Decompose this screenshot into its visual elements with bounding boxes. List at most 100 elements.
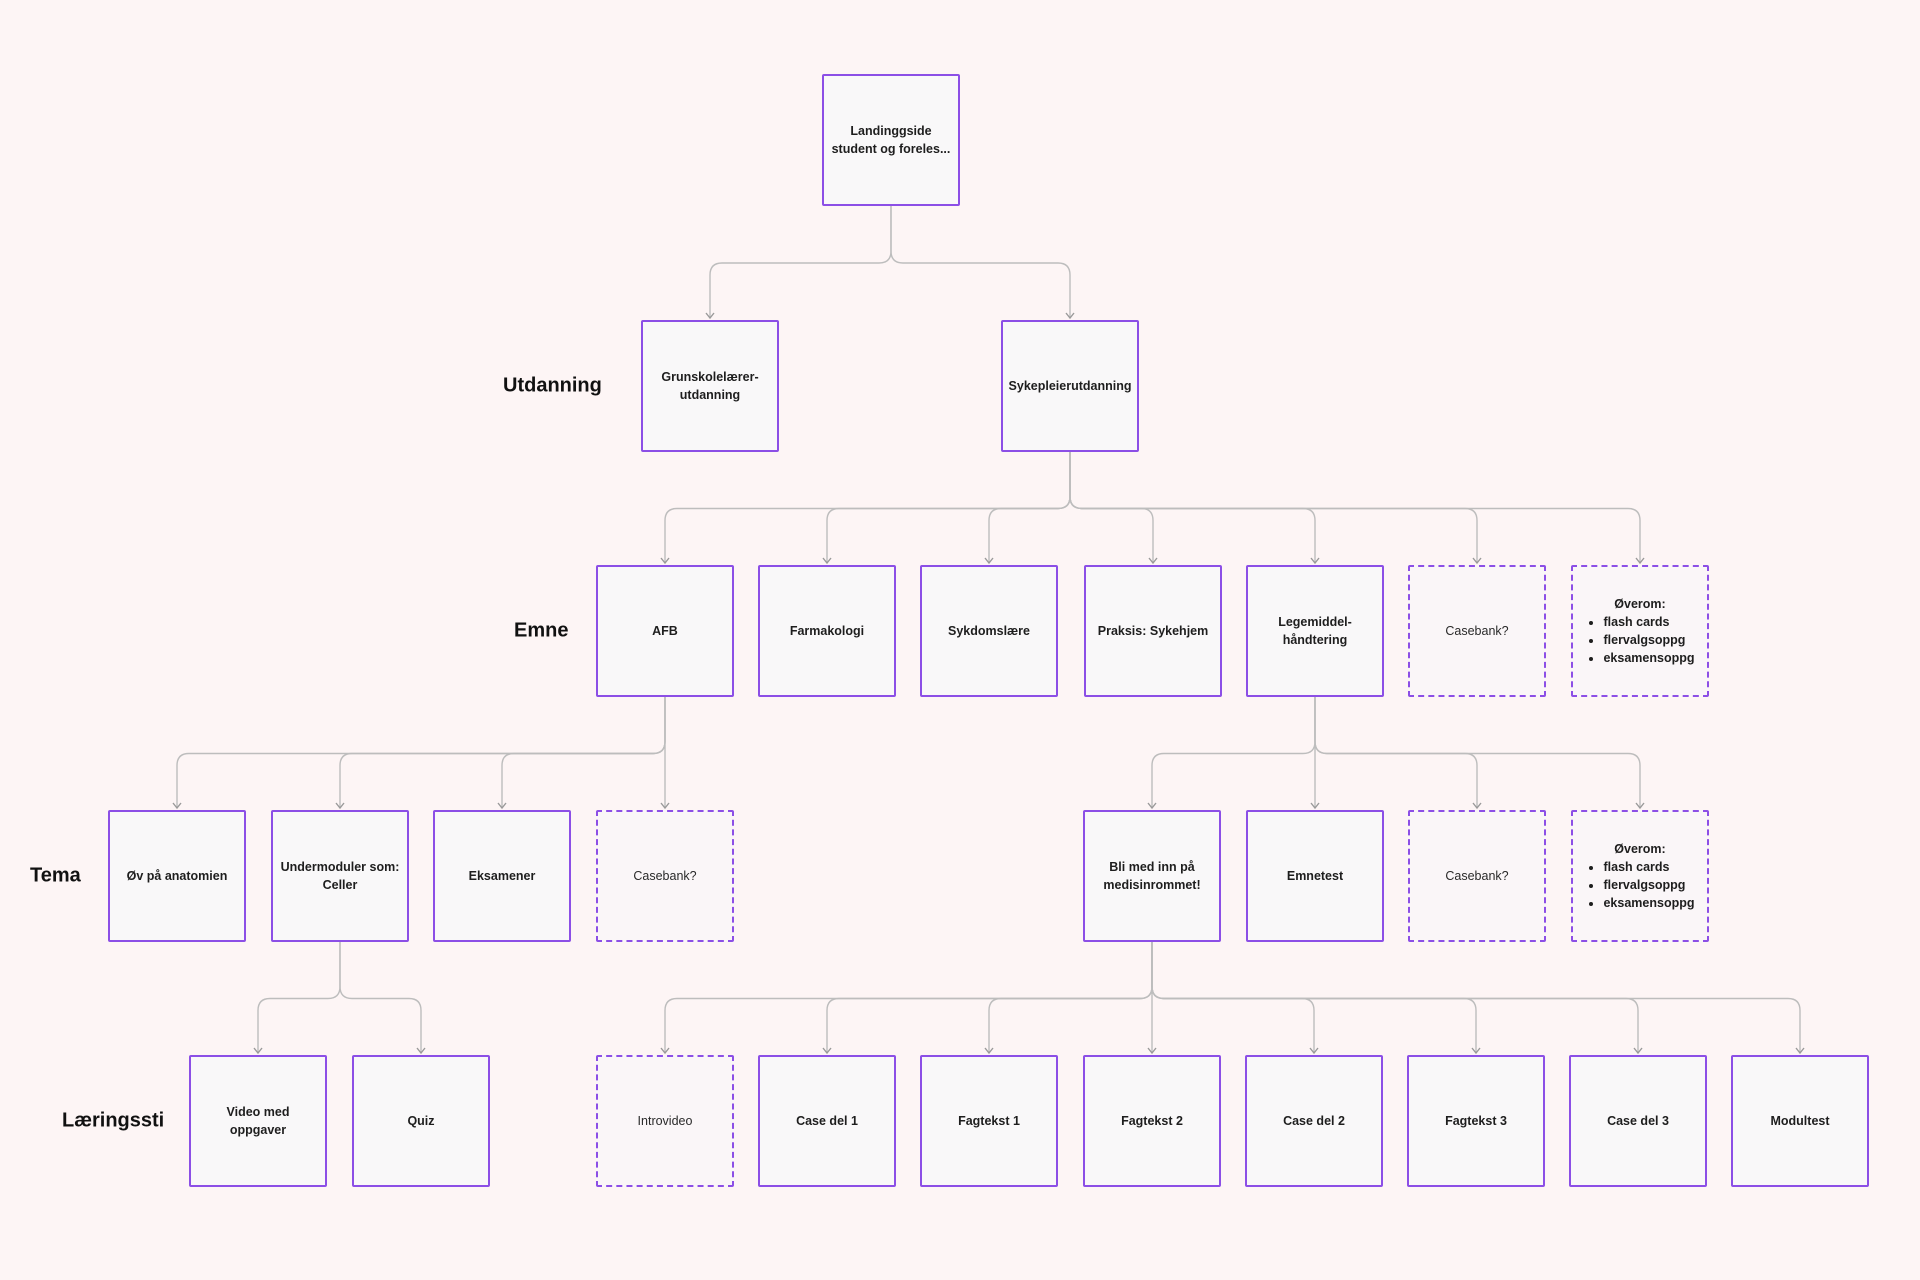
node-legemiddel[interactable]: Legemiddel- håndtering (1246, 565, 1384, 697)
connector-line (664, 452, 1071, 563)
arrowhead-icon (1309, 1047, 1319, 1055)
node-fagtekst1[interactable]: Fagtekst 1 (920, 1055, 1058, 1187)
arrowhead-icon (822, 557, 832, 565)
arrowhead-icon (1310, 557, 1320, 565)
connector-line (257, 942, 341, 1053)
bullet-item: flash cards (1603, 858, 1694, 876)
node-label: Farmakologi (789, 624, 865, 638)
node-label: Casebank? (633, 869, 697, 883)
arrowhead-icon (1310, 802, 1320, 810)
node-label: Landinggside student og foreles... (831, 124, 951, 156)
node-landing[interactable]: Landinggside student og foreles... (822, 74, 960, 206)
node-quiz[interactable]: Quiz (352, 1055, 490, 1187)
arrowhead-icon (172, 802, 182, 810)
arrowhead-icon (416, 1047, 426, 1055)
node-casebank-tema-afb[interactable]: Casebank? (596, 810, 734, 942)
node-fagtekst3[interactable]: Fagtekst 3 (1407, 1055, 1545, 1187)
bullet-item: flash cards (1603, 613, 1694, 631)
bullet-list: flash cardsflervalgsoppgeksamensoppg (1585, 858, 1694, 912)
node-fagtekst2[interactable]: Fagtekst 2 (1083, 1055, 1221, 1187)
node-farmakologi[interactable]: Farmakologi (758, 565, 896, 697)
connector-line (339, 942, 422, 1053)
node-label: Video med oppgaver (226, 1105, 290, 1137)
connector-line (988, 942, 1153, 1053)
node-label: Fagtekst 1 (958, 1114, 1020, 1128)
node-case2[interactable]: Case del 2 (1245, 1055, 1383, 1187)
node-label: Case del 1 (796, 1114, 858, 1128)
node-list-title: Øverom: (1614, 842, 1666, 856)
node-label: Case del 3 (1607, 1114, 1669, 1128)
arrowhead-icon (1148, 557, 1158, 565)
arrowhead-icon (660, 557, 670, 565)
bullet-item: flervalgsoppg (1603, 631, 1694, 649)
arrowhead-icon (1633, 1047, 1643, 1055)
arrowhead-icon (497, 802, 507, 810)
connector-line (826, 452, 1071, 563)
connector-line (1151, 942, 1801, 1053)
node-label: Undermoduler som: Celler (280, 860, 400, 892)
node-overom-tema[interactable]: Øverom: flash cardsflervalgsoppgeksamenso… (1571, 810, 1709, 942)
connector-line (1069, 452, 1478, 563)
node-emnetest[interactable]: Emnetest (1246, 810, 1384, 942)
node-sykdomslaere[interactable]: Sykdomslære (920, 565, 1058, 697)
node-undermoduler[interactable]: Undermoduler som: Celler (271, 810, 409, 942)
arrowhead-icon (822, 1047, 832, 1055)
node-label: Eksamener (468, 869, 536, 883)
bullet-item: flervalgsoppg (1603, 876, 1694, 894)
arrowhead-icon (1635, 802, 1645, 810)
arrowhead-icon (660, 802, 670, 810)
arrowhead-icon (1147, 802, 1157, 810)
node-label: Fagtekst 2 (1121, 1114, 1183, 1128)
node-case3[interactable]: Case del 3 (1569, 1055, 1707, 1187)
node-introvideo[interactable]: Introvideo (596, 1055, 734, 1187)
level-label-laeringssti: Læringssti (62, 1109, 165, 1132)
arrowhead-icon (1635, 557, 1645, 565)
node-casebank-tema-leg[interactable]: Casebank? (1408, 810, 1546, 942)
node-praksis[interactable]: Praksis: Sykehjem (1084, 565, 1222, 697)
connector-line (1314, 697, 1641, 808)
connector-line (890, 206, 1071, 318)
node-video[interactable]: Video med oppgaver (189, 1055, 327, 1187)
node-label: Grunskolelærer- utdanning (661, 370, 759, 402)
connector-line (501, 697, 666, 808)
node-eksamener[interactable]: Eksamener (433, 810, 571, 942)
node-medisinrom[interactable]: Bli med inn på medisinrommet! (1083, 810, 1221, 942)
node-afb[interactable]: AFB (596, 565, 734, 697)
arrowhead-icon (1472, 802, 1482, 810)
connector-line (176, 697, 666, 808)
node-grunnskole[interactable]: Grunskolelærer- utdanning (641, 320, 779, 452)
node-casebank-emne[interactable]: Casebank? (1408, 565, 1546, 697)
node-sykepleier[interactable]: Sykepleierutdanning (1001, 320, 1139, 452)
node-label: Sykepleierutdanning (1008, 379, 1132, 393)
node-label: Legemiddel- håndtering (1278, 615, 1352, 647)
arrowhead-icon (335, 802, 345, 810)
node-case1[interactable]: Case del 1 (758, 1055, 896, 1187)
node-modultest[interactable]: Modultest (1731, 1055, 1869, 1187)
node-overom-emne[interactable]: Øverom:flash cardsflervalgsoppgeksamenso… (1571, 565, 1709, 697)
node-label: Introvideo (637, 1114, 693, 1128)
node-list: Øverom: flash cardsflervalgsoppgeksamenso… (1585, 840, 1694, 912)
node-label: Quiz (407, 1114, 435, 1128)
connector-line (1151, 942, 1315, 1053)
arrowhead-icon (1065, 312, 1075, 320)
connector-line (1069, 452, 1641, 563)
arrowhead-icon (984, 1047, 994, 1055)
arrowhead-icon (705, 312, 715, 320)
bullet-item: eksamensoppg (1603, 894, 1694, 912)
arrowhead-icon (1147, 1047, 1157, 1055)
node-label: Praksis: Sykehjem (1097, 624, 1209, 638)
node-label: Emnetest (1286, 869, 1344, 883)
node-label: Modultest (1770, 1114, 1830, 1128)
connector-line (1151, 942, 1639, 1053)
node-label: Casebank? (1445, 869, 1509, 883)
node-label: Case del 2 (1283, 1114, 1345, 1128)
connector-line (664, 942, 1153, 1053)
node-anatomi[interactable]: Øv på anatomien (108, 810, 246, 942)
connector-line (988, 452, 1071, 563)
level-label-utdanning: Utdanning (503, 374, 602, 397)
connector-line (1069, 452, 1316, 563)
node-label: AFB (652, 624, 678, 638)
arrowhead-icon (1471, 1047, 1481, 1055)
